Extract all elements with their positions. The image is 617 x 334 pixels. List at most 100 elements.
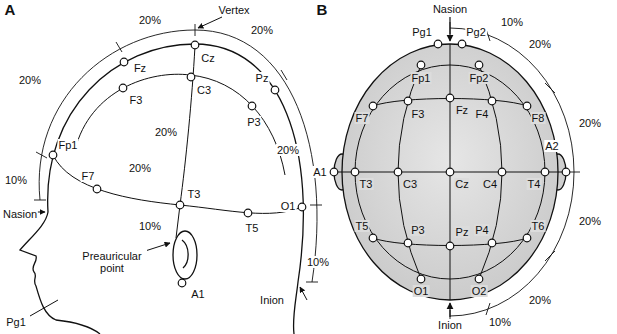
figure-label: 20%	[528, 38, 552, 50]
electrode-marker	[475, 61, 483, 69]
leader-lines	[30, 17, 307, 316]
pg-leader	[30, 300, 58, 316]
figure-label: F3	[129, 94, 144, 106]
figure-label: F8	[531, 112, 546, 124]
inion-leader	[300, 287, 307, 300]
figure-label: 20%	[578, 215, 602, 227]
figure-label: P3	[410, 224, 425, 236]
figure-label: Pg1	[5, 316, 27, 328]
figure-label: Cz	[200, 52, 215, 64]
electrode-lines	[53, 46, 302, 238]
figure-label: Inion	[437, 319, 463, 331]
temporal-line	[53, 155, 302, 213]
figure-label: Pz	[255, 72, 270, 84]
figure-label: F4	[475, 108, 490, 120]
parasagittal-line	[75, 74, 285, 175]
electrode-marker	[488, 97, 496, 105]
figure-label: 20%	[138, 14, 162, 26]
electrode-marker	[417, 61, 425, 69]
figure-label: Nasion	[432, 3, 468, 15]
dimension-arc	[34, 24, 322, 282]
coronal-line	[176, 46, 195, 238]
panel-letter: A	[4, 2, 17, 18]
figure-label: T5	[245, 222, 260, 234]
electrode-marker	[488, 239, 496, 247]
side-head	[20, 44, 303, 334]
electrodes	[49, 40, 570, 287]
electrode-marker	[49, 151, 57, 159]
figure-label: F7	[81, 170, 96, 182]
electrode-marker	[191, 41, 199, 49]
electrode-marker	[446, 94, 454, 102]
figure-label: Pg1	[411, 26, 433, 38]
figure-label: Fz	[133, 62, 147, 74]
figure-label: C4	[482, 178, 498, 190]
figure-label: T6	[531, 220, 546, 232]
figure-label: 10%	[4, 174, 28, 186]
figure-label: T3	[359, 178, 374, 190]
electrode-marker	[394, 168, 402, 176]
electrode-grid	[334, 44, 566, 300]
electrode-marker	[271, 86, 279, 94]
electrode-marker	[119, 84, 127, 92]
top-head	[334, 44, 566, 300]
ear-inner	[182, 240, 188, 268]
figure-label: 10%	[138, 220, 162, 232]
figure-label: A2	[544, 140, 559, 152]
figure-label: 20%	[18, 74, 42, 86]
electrode-marker	[248, 102, 256, 110]
electrode-marker	[187, 73, 195, 81]
figure-label: Fp1	[411, 72, 432, 84]
electrode-marker	[523, 102, 531, 110]
figure-label: 10%	[306, 256, 330, 268]
inion-arrow	[449, 303, 450, 317]
figure-label: Pz	[455, 226, 470, 238]
electrode-marker	[176, 201, 184, 209]
electrode-marker	[244, 209, 252, 217]
dimension-arc	[450, 22, 580, 322]
figure-label: Fp2	[469, 72, 490, 84]
figure-label: F3	[411, 108, 426, 120]
figure-label: A1	[190, 288, 205, 300]
nasion-arrow	[449, 17, 450, 41]
figure-label: T5	[355, 220, 370, 232]
figure-label: Preauricular point	[77, 250, 147, 274]
figure-label: 20%	[578, 117, 602, 129]
figure-label: A1	[312, 166, 327, 178]
neck-line	[293, 282, 298, 334]
figure-label: F7	[355, 112, 370, 124]
measure-arc	[39, 30, 317, 282]
figure-label: C3	[196, 84, 212, 96]
electrode-marker	[404, 239, 412, 247]
figure-label: 10%	[500, 16, 524, 28]
electrode-marker	[330, 168, 338, 176]
figure-label: P3	[246, 116, 261, 128]
figure-label: 20%	[276, 144, 300, 156]
electrode-marker	[417, 275, 425, 283]
electrode-marker	[93, 185, 101, 193]
electrode-marker	[351, 168, 359, 176]
measure-arc	[450, 28, 574, 316]
figure-label: Pg2	[465, 26, 487, 38]
figure-label: O1	[280, 200, 297, 212]
ear	[173, 231, 197, 279]
figure-label: Inion	[259, 294, 285, 306]
figure-label: Vertex	[217, 4, 250, 16]
electrode-marker	[562, 168, 570, 176]
skull-outline	[48, 44, 304, 282]
figure-label: T3	[187, 188, 202, 200]
landmark-arrows	[449, 17, 450, 317]
panel-letter: B	[316, 2, 329, 18]
figure-label: O1	[413, 285, 430, 297]
figure-label: P4	[474, 224, 489, 236]
figure-label: O2	[471, 285, 488, 297]
figure-label: T4	[527, 178, 542, 190]
electrode-marker	[120, 58, 128, 66]
figure-label: 20%	[128, 162, 152, 174]
electrode-marker	[541, 168, 549, 176]
electrode-marker	[446, 168, 454, 176]
vertex-leader	[198, 17, 222, 28]
figure-label: Fz	[455, 104, 469, 116]
